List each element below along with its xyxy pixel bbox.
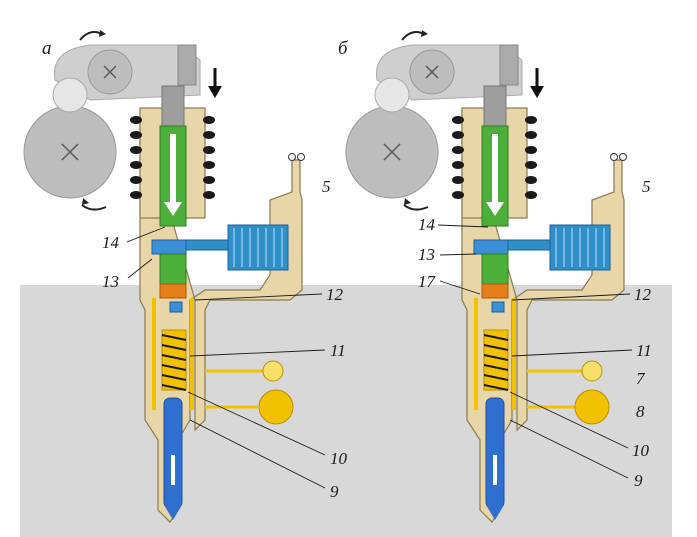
label-a-14: 14 — [102, 233, 120, 252]
label-a-11: 11 — [330, 341, 346, 360]
panel-a-labels: 14 13 5 12 11 10 9 — [102, 177, 348, 501]
label-b-5: 5 — [642, 177, 651, 196]
panel-a-ports — [205, 360, 294, 425]
label-a-9: 9 — [330, 482, 339, 501]
panel-b — [340, 28, 674, 537]
panel-b-ports — [527, 360, 610, 425]
label-b-17: 17 — [418, 272, 437, 291]
panel-b-title: б — [338, 38, 349, 59]
label-a-13: 13 — [102, 272, 119, 291]
label-a-12: 12 — [326, 285, 344, 304]
label-a-5: 5 — [322, 177, 331, 196]
panel-a-title: а — [42, 38, 52, 59]
label-b-13: 13 — [418, 245, 435, 264]
label-b-8: 8 — [636, 402, 645, 421]
label-a-10: 10 — [330, 449, 348, 468]
label-b-12: 12 — [634, 285, 652, 304]
panel-b-labels: 14 13 17 5 12 11 7 8 10 9 — [418, 177, 652, 490]
label-b-9: 9 — [634, 471, 643, 490]
label-b-14: 14 — [418, 215, 436, 234]
panel-a — [18, 28, 352, 537]
label-b-11: 11 — [636, 341, 652, 360]
label-b-10: 10 — [632, 441, 650, 460]
label-b-7: 7 — [636, 369, 646, 388]
